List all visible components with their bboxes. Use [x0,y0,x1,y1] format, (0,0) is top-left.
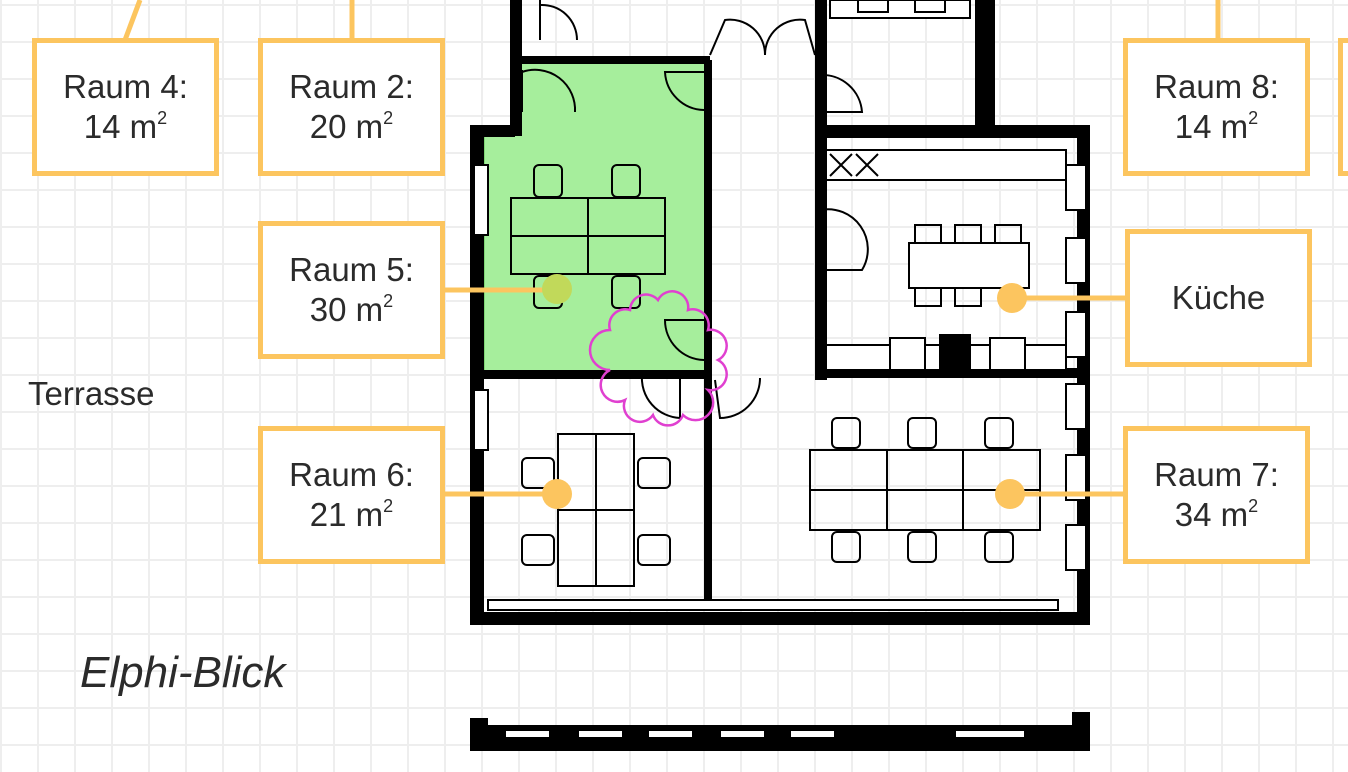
room-area: 14 m2 [1174,108,1259,145]
room-name: Raum 2: [289,68,414,105]
room-label-raum-7[interactable]: Raum 7: 34 m2 [1123,426,1310,564]
room-name: Raum 8: [1154,68,1279,105]
terrace-label: Terrasse [28,375,155,412]
room-name: Raum 5: [289,251,414,288]
room-label-raum-8[interactable]: Raum 8: 14 m2 [1123,38,1310,176]
room-area: 14 m2 [83,108,168,145]
room-name: Raum 6: [289,456,414,493]
room-area: 30 m2 [309,291,394,328]
elphi-view-label: Elphi-Blick [80,648,286,697]
room-area: 20 m2 [309,108,394,145]
room-label-raum-6[interactable]: Raum 6: 21 m2 [258,426,445,564]
room-label-kueche[interactable]: Küche [1125,229,1312,367]
raum-5-marker [542,274,572,304]
raum-6-marker [542,479,572,509]
room-name: Raum 7: [1154,456,1279,493]
raum-7-marker [995,479,1025,509]
room-area: 34 m2 [1174,496,1259,533]
cursor-cloud [588,290,728,427]
room-area: 21 m2 [309,496,394,533]
room-name: Raum 4: [63,68,188,105]
room-label-raum-2[interactable]: Raum 2: 20 m2 [258,38,445,176]
room-label-raum-5[interactable]: Raum 5: 30 m2 [258,221,445,359]
room-label-raum-4[interactable]: Raum 4: 14 m2 [32,38,219,176]
kueche-marker [997,283,1027,313]
room-label-partial [1338,38,1348,176]
room-name: Küche [1171,279,1266,316]
